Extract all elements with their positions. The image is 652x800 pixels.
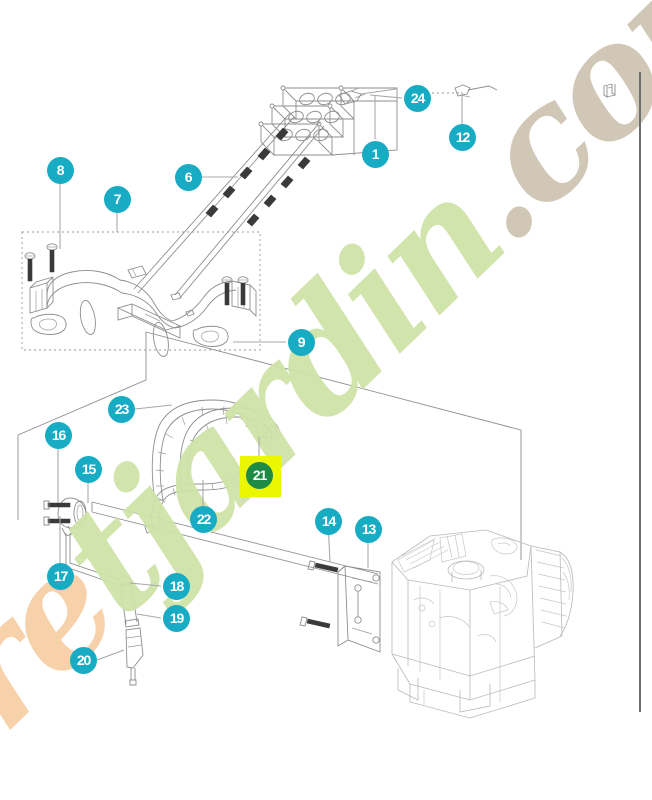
callout-15[interactable]: 15 — [75, 456, 102, 483]
rail-bolts — [43, 500, 71, 526]
engine-block — [391, 529, 574, 719]
callout-12[interactable]: 12 — [449, 124, 476, 151]
callout-22[interactable]: 22 — [190, 506, 217, 533]
top-right-clip — [603, 83, 616, 98]
fuel-rail — [43, 497, 379, 586]
air-filter-stack — [258, 85, 398, 157]
top-bracket-12 — [432, 84, 498, 98]
callout-23[interactable]: 23 — [108, 396, 135, 423]
fuel-hose-22 — [144, 473, 243, 534]
callout-21-highlighted[interactable]: 21 — [246, 462, 273, 489]
callout-16[interactable]: 16 — [45, 422, 72, 449]
callout-18[interactable]: 18 — [163, 573, 190, 600]
engine-mount-bracket — [299, 560, 381, 653]
callout-8[interactable]: 8 — [47, 157, 74, 184]
chassis-frame — [17, 331, 522, 560]
callout-9[interactable]: 9 — [288, 329, 315, 356]
callout-20[interactable]: 20 — [70, 647, 97, 674]
breather-hoses — [151, 399, 281, 501]
linkage-rods — [133, 87, 397, 300]
callout-17[interactable]: 17 — [47, 563, 74, 590]
callout-1[interactable]: 1 — [362, 141, 389, 168]
fuel-filter-assembly — [118, 575, 144, 686]
manifold-bolts-right — [221, 276, 249, 306]
callout-14[interactable]: 14 — [315, 508, 342, 535]
manifold-group-box — [21, 231, 261, 351]
callout-19[interactable]: 19 — [163, 605, 190, 632]
callout-7[interactable]: 7 — [104, 186, 131, 213]
intake-manifold — [24, 243, 257, 357]
manifold-bolts-left — [24, 243, 58, 282]
callout-6[interactable]: 6 — [175, 164, 202, 191]
callout-24[interactable]: 24 — [404, 85, 431, 112]
right-border-line — [639, 72, 641, 712]
callout-13[interactable]: 13 — [355, 516, 382, 543]
